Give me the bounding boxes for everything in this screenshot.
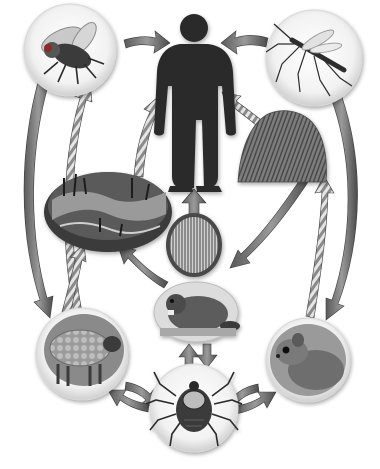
human-head (180, 14, 208, 42)
water-icon (48, 172, 168, 240)
arrow-mosquito-to-rodent (326, 86, 358, 320)
sheep-node (36, 308, 128, 400)
tick-node (146, 364, 242, 452)
sheep-icon (44, 314, 124, 386)
beaver-node (154, 282, 240, 342)
rodent-icon (270, 324, 346, 396)
arrow-fur-to-human (182, 189, 206, 214)
arrow-rodent-to-water (230, 172, 312, 268)
mosquito-node (266, 10, 362, 106)
arrow-beaver-to-water (118, 246, 168, 288)
human-body (154, 44, 236, 188)
rodent-node (266, 318, 350, 402)
arrow-mosquito-to-human (221, 31, 268, 54)
arrow-fly-to-human (124, 31, 170, 53)
fly-node (24, 4, 116, 96)
fur-node (166, 213, 222, 277)
fur-icon (170, 217, 218, 273)
arrow-rodent-to-mosquito (306, 176, 334, 318)
water-node (44, 172, 172, 252)
